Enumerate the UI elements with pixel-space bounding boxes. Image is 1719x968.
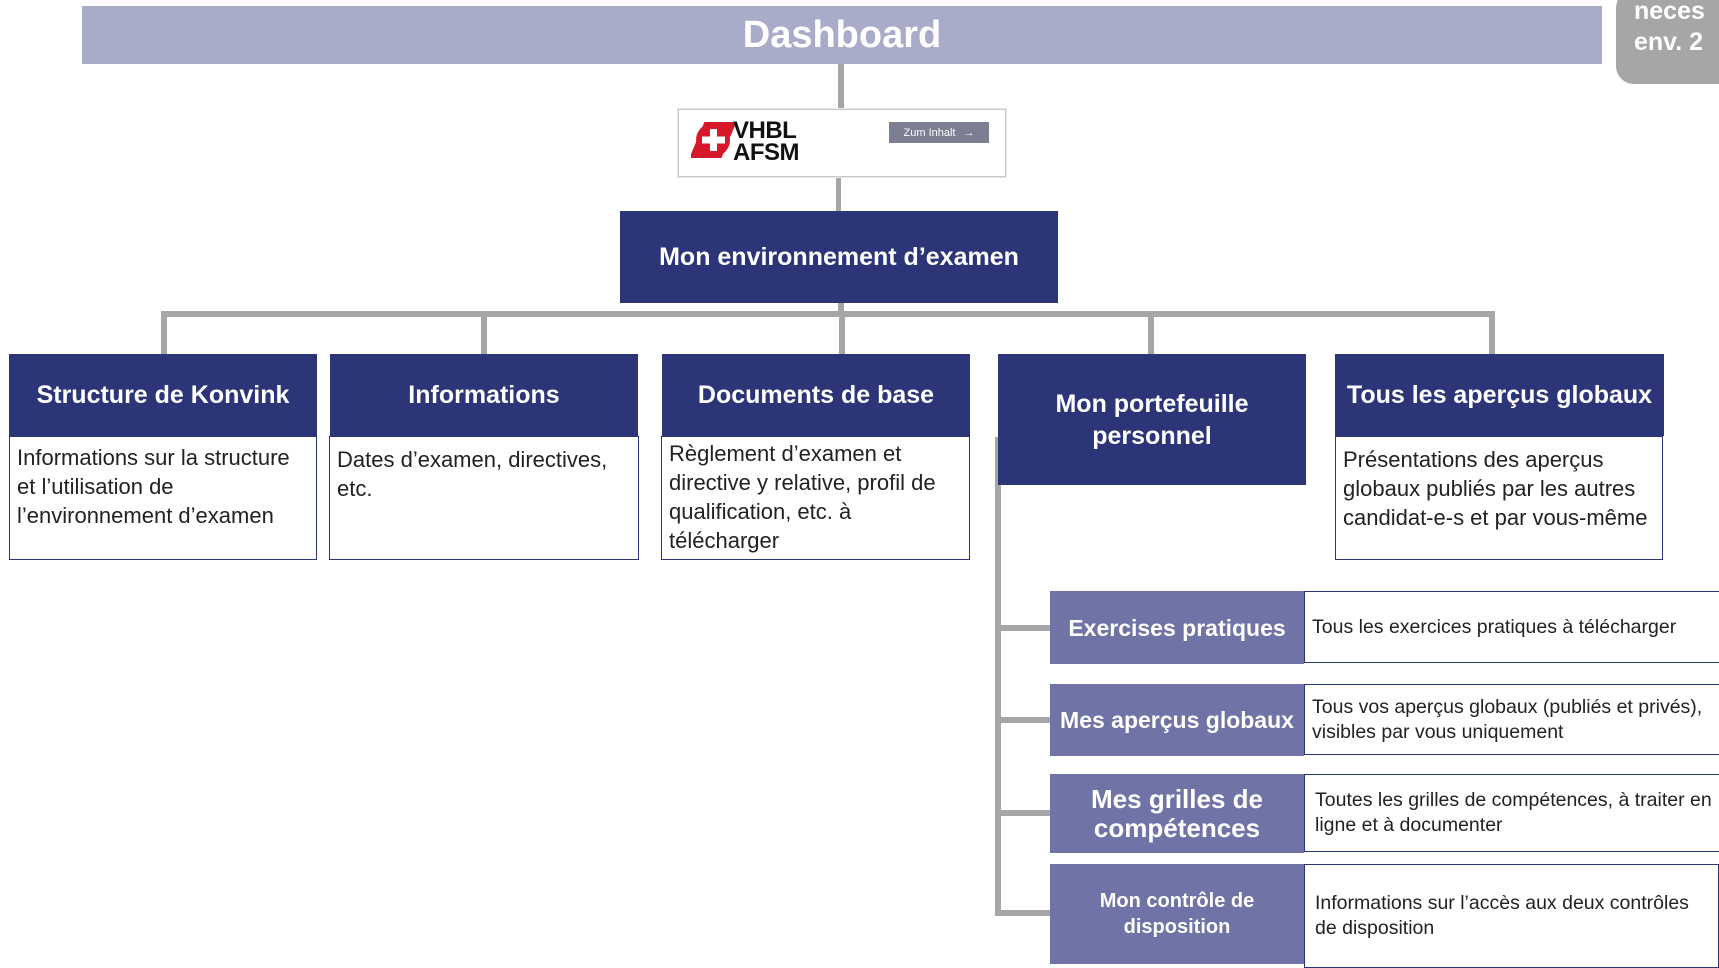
category-documents-description: Règlement d’examen et directive y relati… <box>661 436 970 560</box>
connector-sub-1 <box>995 625 1050 631</box>
category-title: Structure de Konvink <box>36 381 290 409</box>
zum-inhalt-label: Zum Inhalt <box>903 126 956 139</box>
connector-drop-3 <box>839 311 845 354</box>
logo-box: VHBL AFSM Zum Inhalt → <box>678 109 1006 177</box>
connector-drop-5 <box>1489 311 1495 354</box>
portfolio-item-apercus-title: Mes aperçus globaux <box>1050 684 1304 756</box>
portfolio-item-grilles-title: Mes grilles de compétences <box>1050 774 1304 853</box>
connector-logo-root <box>836 177 841 211</box>
category-title: Documents de base <box>697 381 935 409</box>
connector-drop-2 <box>481 311 487 354</box>
category-apercus-title: Tous les aperçus globaux <box>1335 354 1664 436</box>
portfolio-item-title: Mes aperçus globaux <box>1060 707 1294 733</box>
swiss-cross-logo-icon <box>691 122 737 158</box>
category-portfolio-title: Mon portefeuille personnel <box>998 354 1306 485</box>
root-node: Mon environnement d’examen <box>620 211 1058 303</box>
category-description: Règlement d’examen et directive y relati… <box>669 441 936 553</box>
portfolio-item-description: Toutes les grilles de compétences, à tra… <box>1315 789 1712 836</box>
category-apercus-description: Présentations des aperçus globaux publié… <box>1335 436 1663 560</box>
category-structure-title: Structure de Konvink <box>9 354 317 436</box>
category-description: Présentations des aperçus globaux publié… <box>1343 447 1648 530</box>
category-informations-description: Dates d’examen, directives, etc. <box>329 436 639 560</box>
root-label: Mon environnement d’examen <box>659 242 1019 271</box>
category-informations-title: Informations <box>330 354 638 436</box>
logo-wordmark: VHBL AFSM <box>733 117 800 166</box>
logo-line-2: AFSM <box>733 139 800 166</box>
portfolio-item-controle-title: Mon contrôle de disposition <box>1050 864 1304 964</box>
connector-drop-1 <box>161 311 167 354</box>
category-title: Tous les aperçus globaux <box>1346 381 1653 409</box>
portfolio-item-grilles-description: Toutes les grilles de compétences, à tra… <box>1304 774 1719 852</box>
connector-portfolio-vertical <box>995 437 1001 915</box>
page-title: Dashboard <box>742 13 942 56</box>
dashboard-header: Dashboard <box>82 6 1602 64</box>
category-description: Informations sur la structure et l’utili… <box>17 445 290 528</box>
portfolio-item-title: Exercises pratiques <box>1068 614 1286 641</box>
portfolio-item-description: Tous vos aperçus globaux (publiés et pri… <box>1312 695 1703 743</box>
arrow-right-icon: → <box>963 126 975 139</box>
connector-sub-2 <box>995 717 1050 723</box>
category-description: Dates d’examen, directives, etc. <box>337 447 608 501</box>
portfolio-item-description: Tous les exercices pratiques à télécharg… <box>1312 615 1677 638</box>
portfolio-item-description: Informations sur l’accès aux deux contrô… <box>1315 892 1689 939</box>
category-title: Mon portefeuille personnel <box>1055 389 1249 450</box>
portfolio-item-title: Mes grilles de compétences <box>1091 783 1263 843</box>
portfolio-item-controle-description: Informations sur l’accès aux deux contrô… <box>1304 864 1719 968</box>
portfolio-item-title: Mon contrôle de disposition <box>1099 890 1255 938</box>
connector-sub-4 <box>995 910 1050 916</box>
corner-tab-line-1: neces <box>1634 0 1705 25</box>
connector-drop-4 <box>1148 311 1154 354</box>
category-title: Informations <box>408 381 560 409</box>
connector-horizontal-bus <box>161 311 1493 317</box>
portfolio-item-exercises-title: Exercises pratiques <box>1050 591 1304 664</box>
corner-tab-line-2: env. 2 <box>1634 28 1704 56</box>
portfolio-item-exercises-description: Tous les exercices pratiques à télécharg… <box>1304 591 1719 663</box>
corner-tab: neces env. 2 <box>1616 0 1719 84</box>
category-structure-description: Informations sur la structure et l’utili… <box>9 436 317 560</box>
zum-inhalt-button[interactable]: Zum Inhalt → <box>889 122 989 143</box>
connector-sub-3 <box>995 810 1050 816</box>
category-documents-title: Documents de base <box>662 354 970 436</box>
connector-root-bus <box>838 303 844 316</box>
portfolio-item-apercus-description: Tous vos aperçus globaux (publiés et pri… <box>1304 684 1719 755</box>
connector-header-logo <box>838 64 844 110</box>
logo-line-1: VHBL <box>733 117 797 144</box>
